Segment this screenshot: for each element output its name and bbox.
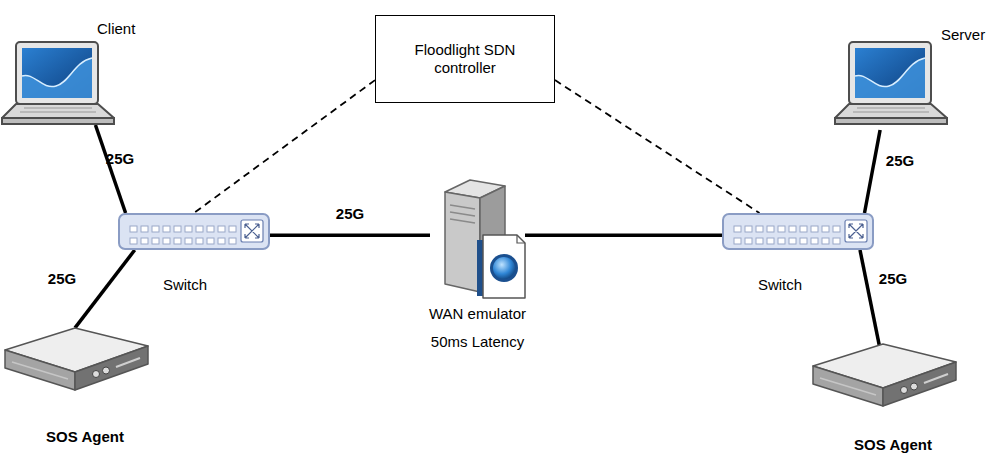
node-label: SOS Agent bbox=[20, 428, 150, 446]
network-link bbox=[95, 125, 125, 213]
node-label: Client bbox=[97, 20, 157, 38]
link-speed: 25G bbox=[48, 270, 76, 287]
network-link bbox=[525, 233, 722, 237]
server-laptop: Server bbox=[835, 40, 945, 130]
node-label: SOS Agent bbox=[828, 436, 958, 454]
switch-icon bbox=[723, 214, 873, 249]
network-link bbox=[860, 250, 879, 346]
client-laptop: Client bbox=[0, 40, 115, 125]
laptop-icon bbox=[835, 42, 947, 124]
network-link bbox=[865, 130, 881, 213]
rack-server-icon bbox=[813, 344, 956, 406]
network-link bbox=[75, 250, 135, 328]
node-label: Switch bbox=[745, 276, 815, 294]
link-speed: 25G bbox=[106, 150, 134, 167]
link-speed: 25G bbox=[886, 152, 914, 169]
network-switch: Switch bbox=[118, 213, 270, 250]
controller-box: Floodlight SDN controller bbox=[375, 15, 555, 103]
laptop-icon bbox=[2, 42, 114, 124]
network-switch: Switch bbox=[722, 213, 872, 250]
node-label: 50ms Latency bbox=[410, 333, 545, 351]
rack-server-icon bbox=[5, 328, 148, 390]
control-link bbox=[555, 80, 760, 213]
node-label: Server bbox=[941, 26, 993, 44]
wan-emulator: WAN emulator50ms Latency bbox=[430, 178, 525, 300]
node-label: Switch bbox=[150, 276, 220, 294]
node-label: WAN emulator bbox=[410, 305, 545, 323]
sos-agent: SOS Agent bbox=[808, 342, 960, 412]
network-link bbox=[270, 233, 430, 237]
sos-agent: SOS Agent bbox=[0, 325, 150, 397]
node-label: Floodlight SDN controller bbox=[400, 41, 530, 77]
control-link bbox=[194, 80, 375, 213]
server-tower-icon bbox=[445, 180, 525, 298]
link-speed: 25G bbox=[336, 205, 364, 222]
link-speed: 25G bbox=[879, 270, 907, 287]
switch-icon bbox=[119, 214, 269, 249]
